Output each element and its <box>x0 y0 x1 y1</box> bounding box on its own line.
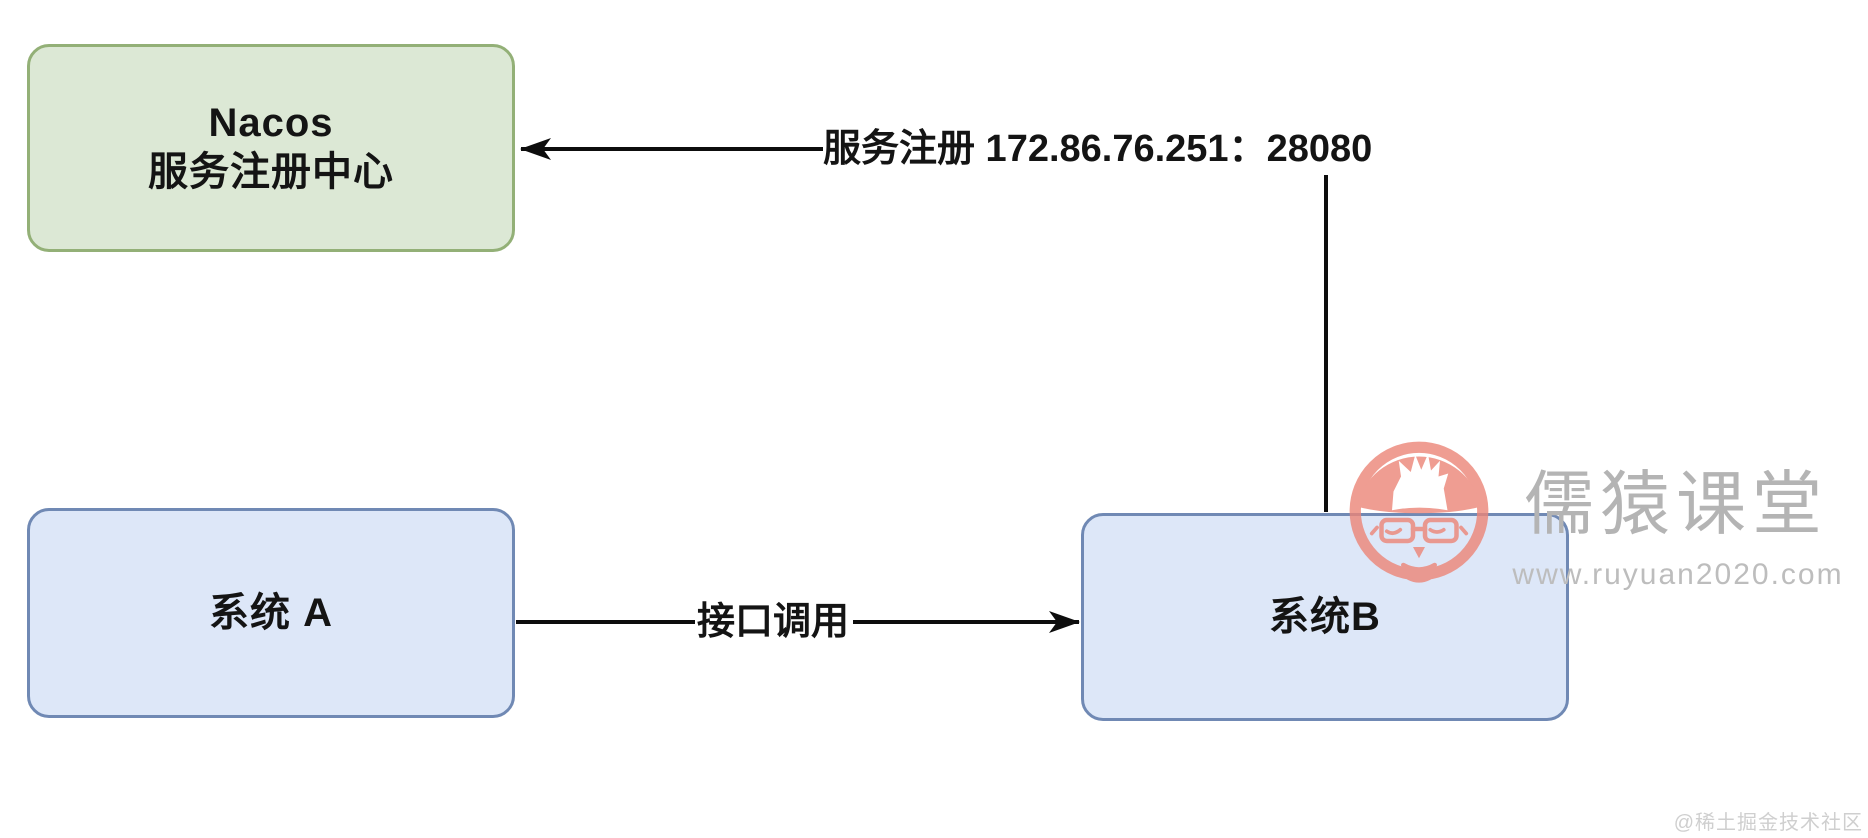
system-a-box: 系统 A <box>27 508 515 718</box>
system-a-label: 系统 A <box>209 590 333 635</box>
system-b-label: 系统B <box>1269 594 1381 639</box>
service-registration-label: 服务注册 172.86.76.251：28080 <box>823 128 1373 170</box>
system-b-box: 系统B <box>1081 513 1569 721</box>
nacos-title: Nacos <box>208 101 334 145</box>
nacos-box: Nacos 服务注册中心 <box>27 44 515 252</box>
interface-call-label: 接口调用 <box>697 601 850 643</box>
nacos-subtitle: 服务注册中心 <box>148 150 394 194</box>
credit-text: @稀土掘金技术社区 <box>1673 812 1863 834</box>
